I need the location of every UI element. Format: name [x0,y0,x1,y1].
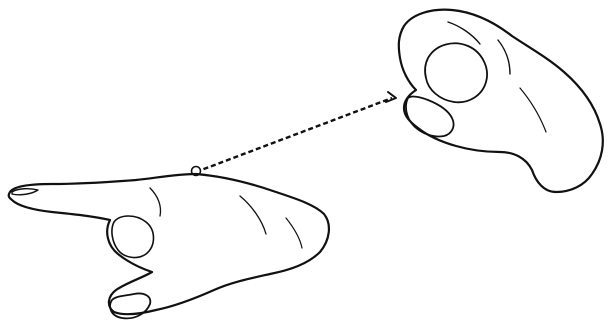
right-cupped-hand [399,10,603,192]
index-fingernail [12,189,38,195]
dashed-trajectory-line [196,98,392,172]
folded-finger-shadow [112,216,154,257]
motion-path [192,92,397,176]
cupped-palm-opening [425,43,487,102]
end-arrowhead-marker [386,92,396,102]
right-hand-thumb [406,97,454,137]
left-pointing-hand [9,174,329,318]
